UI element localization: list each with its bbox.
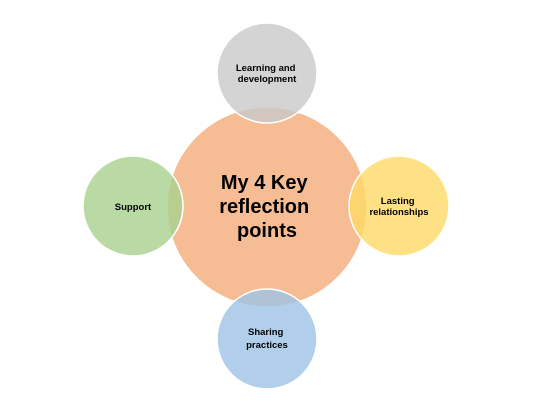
- bottom-node-label-line-1: Sharing: [248, 327, 284, 338]
- right-node-circle: [348, 155, 450, 257]
- center-title-line-2: reflection: [219, 196, 309, 218]
- top-node-label-line-2: development: [238, 74, 297, 85]
- left-node-label: Support: [115, 202, 152, 213]
- bottom-node-label: Sharing practices: [246, 327, 288, 351]
- top-node-circle: [216, 22, 318, 124]
- left-node-circle: [82, 155, 184, 257]
- bottom-node-circle: [216, 288, 318, 390]
- center-title: My 4 Key reflection points: [219, 172, 315, 242]
- bottom-node-label-line-2: practices: [246, 340, 288, 351]
- right-node-label-line-2: relationships: [369, 207, 428, 218]
- center-title-line-3: points: [237, 220, 297, 242]
- top-node-label-line-1: Learning and: [236, 63, 296, 74]
- top-node-label: Learning and development: [236, 63, 298, 85]
- right-node-label: Lasting relationships: [369, 196, 428, 218]
- center-title-line-1: My 4 Key: [221, 172, 309, 194]
- right-node-label-line-1: Lasting: [381, 196, 415, 207]
- left-node-label-line-1: Support: [115, 202, 152, 213]
